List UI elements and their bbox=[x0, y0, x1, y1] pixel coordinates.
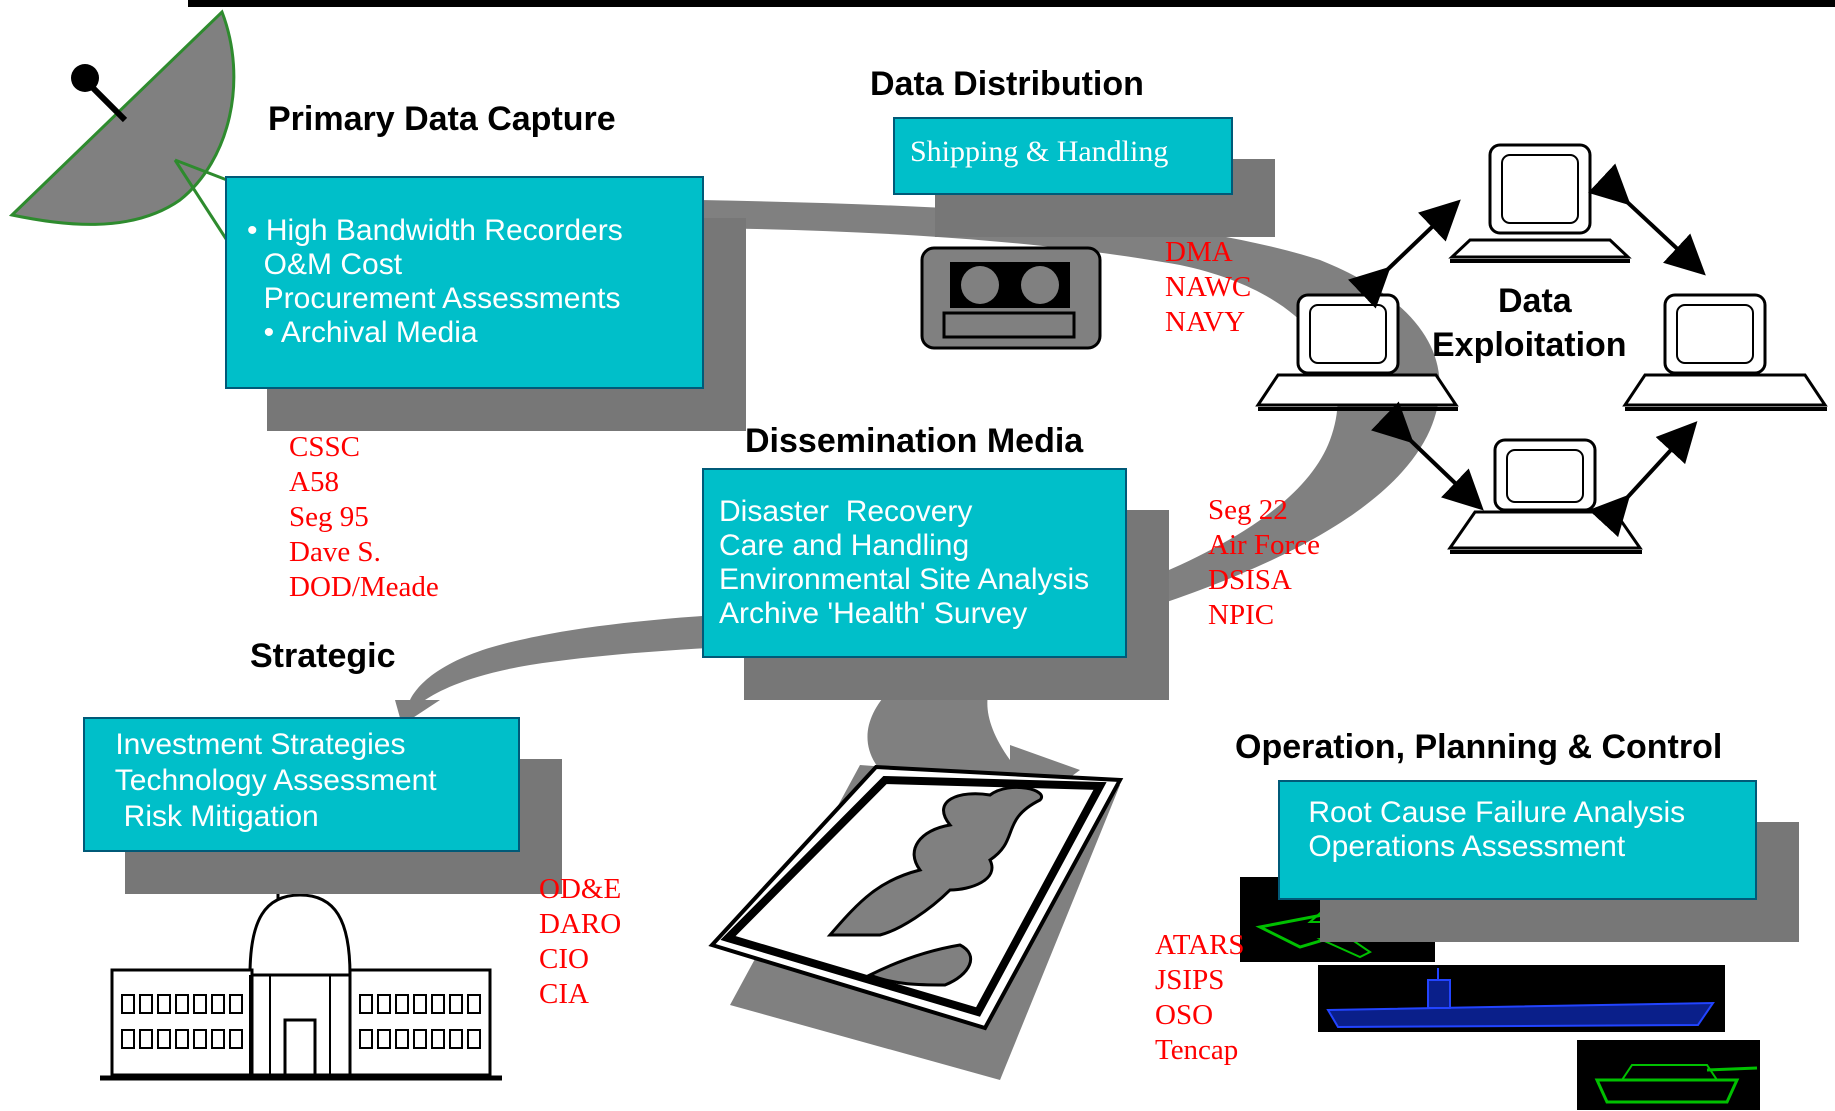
distribution-item: Shipping & Handling bbox=[910, 135, 1169, 168]
exploitation-title-line-1: Data bbox=[1498, 282, 1572, 320]
satellite-dish-icon bbox=[8, 9, 241, 246]
tape-cassette-icon bbox=[920, 246, 1102, 350]
org-name: OD&E bbox=[539, 873, 622, 905]
org-name: JSIPS bbox=[1155, 964, 1225, 996]
dissemination-title: Dissemination Media bbox=[745, 422, 1084, 460]
distribution-orgs: DMA NAWC NAVY bbox=[1165, 235, 1251, 340]
org-name: Dave S. bbox=[289, 536, 381, 568]
exploitation-orgs: Seg 22 Air Force DSISA NPIC bbox=[1208, 493, 1320, 633]
primary-capture-item: • High Bandwidth Recorders bbox=[247, 214, 623, 247]
org-name: CIA bbox=[539, 978, 589, 1010]
operations-item: Operations Assessment bbox=[1300, 830, 1626, 863]
org-name: ATARS bbox=[1155, 929, 1245, 961]
org-name: Air Force bbox=[1208, 529, 1320, 561]
org-name: NAVY bbox=[1165, 306, 1246, 338]
capitol-building-icon bbox=[100, 857, 502, 1081]
primary-capture-box: • High Bandwidth Recorders O&M Cost Proc… bbox=[225, 176, 704, 389]
org-name: CIO bbox=[539, 943, 589, 975]
flow-band-main bbox=[700, 200, 1440, 830]
computer-terminal-icon bbox=[1447, 438, 1643, 554]
exploitation-title-line-2: Exploitation bbox=[1432, 326, 1627, 364]
primary-capture-orgs: CSSC A58 Seg 95 Dave S. DOD/Meade bbox=[289, 430, 439, 605]
dissemination-box: Disaster Recovery Care and Handling Envi… bbox=[702, 468, 1127, 658]
org-name: DSISA bbox=[1208, 564, 1292, 596]
operations-box: Root Cause Failure Analysis Operations A… bbox=[1278, 780, 1757, 900]
org-name: OSO bbox=[1155, 999, 1214, 1031]
tank-image bbox=[1577, 1040, 1760, 1110]
computer-terminal-icon bbox=[1448, 143, 1632, 263]
org-name: Seg 95 bbox=[289, 501, 369, 533]
org-name: DOD/Meade bbox=[289, 571, 439, 603]
primary-capture-item: O&M Cost bbox=[247, 248, 403, 281]
primary-capture-item: Procurement Assessments bbox=[247, 282, 621, 315]
distribution-box: Shipping & Handling bbox=[893, 117, 1233, 195]
org-name: A58 bbox=[289, 466, 339, 498]
org-name: DMA bbox=[1165, 236, 1233, 268]
top-rule bbox=[188, 0, 1835, 7]
exploitation-link-arrows bbox=[1348, 163, 1706, 538]
computer-terminal-icon bbox=[1622, 293, 1828, 411]
operations-title: Operation, Planning & Control bbox=[1235, 728, 1723, 766]
dissemination-item: Environmental Site Analysis bbox=[719, 563, 1090, 596]
operations-orgs: ATARS JSIPS OSO Tencap bbox=[1155, 928, 1245, 1068]
distribution-title: Data Distribution bbox=[870, 65, 1144, 103]
org-name: DARO bbox=[539, 908, 622, 940]
operations-item: Root Cause Failure Analysis bbox=[1300, 796, 1686, 829]
strategic-title: Strategic bbox=[250, 637, 396, 675]
dissemination-item: Care and Handling bbox=[719, 529, 970, 562]
org-name: CSSC bbox=[289, 431, 360, 463]
org-name: Seg 22 bbox=[1208, 494, 1288, 526]
aircraft-carrier-image bbox=[1318, 965, 1725, 1032]
strategic-item: Risk Mitigation bbox=[107, 800, 319, 833]
org-name: Tencap bbox=[1155, 1034, 1239, 1066]
capitol-windows bbox=[121, 975, 481, 1075]
strategic-box: Investment Strategies Technology Assessm… bbox=[83, 717, 520, 852]
primary-capture-title: Primary Data Capture bbox=[268, 100, 616, 138]
primary-capture-item: • Archival Media bbox=[247, 316, 478, 349]
org-name: NAWC bbox=[1165, 271, 1252, 303]
dissemination-item: Archive 'Health' Survey bbox=[719, 597, 1028, 630]
org-name: NPIC bbox=[1208, 599, 1275, 631]
strategic-item: Technology Assessment bbox=[107, 764, 437, 797]
map-document-icon bbox=[708, 764, 1124, 1080]
strategic-orgs: OD&E DARO CIO CIA bbox=[539, 872, 621, 1012]
strategic-item: Investment Strategies bbox=[107, 728, 406, 761]
dissemination-item: Disaster Recovery bbox=[719, 495, 973, 528]
